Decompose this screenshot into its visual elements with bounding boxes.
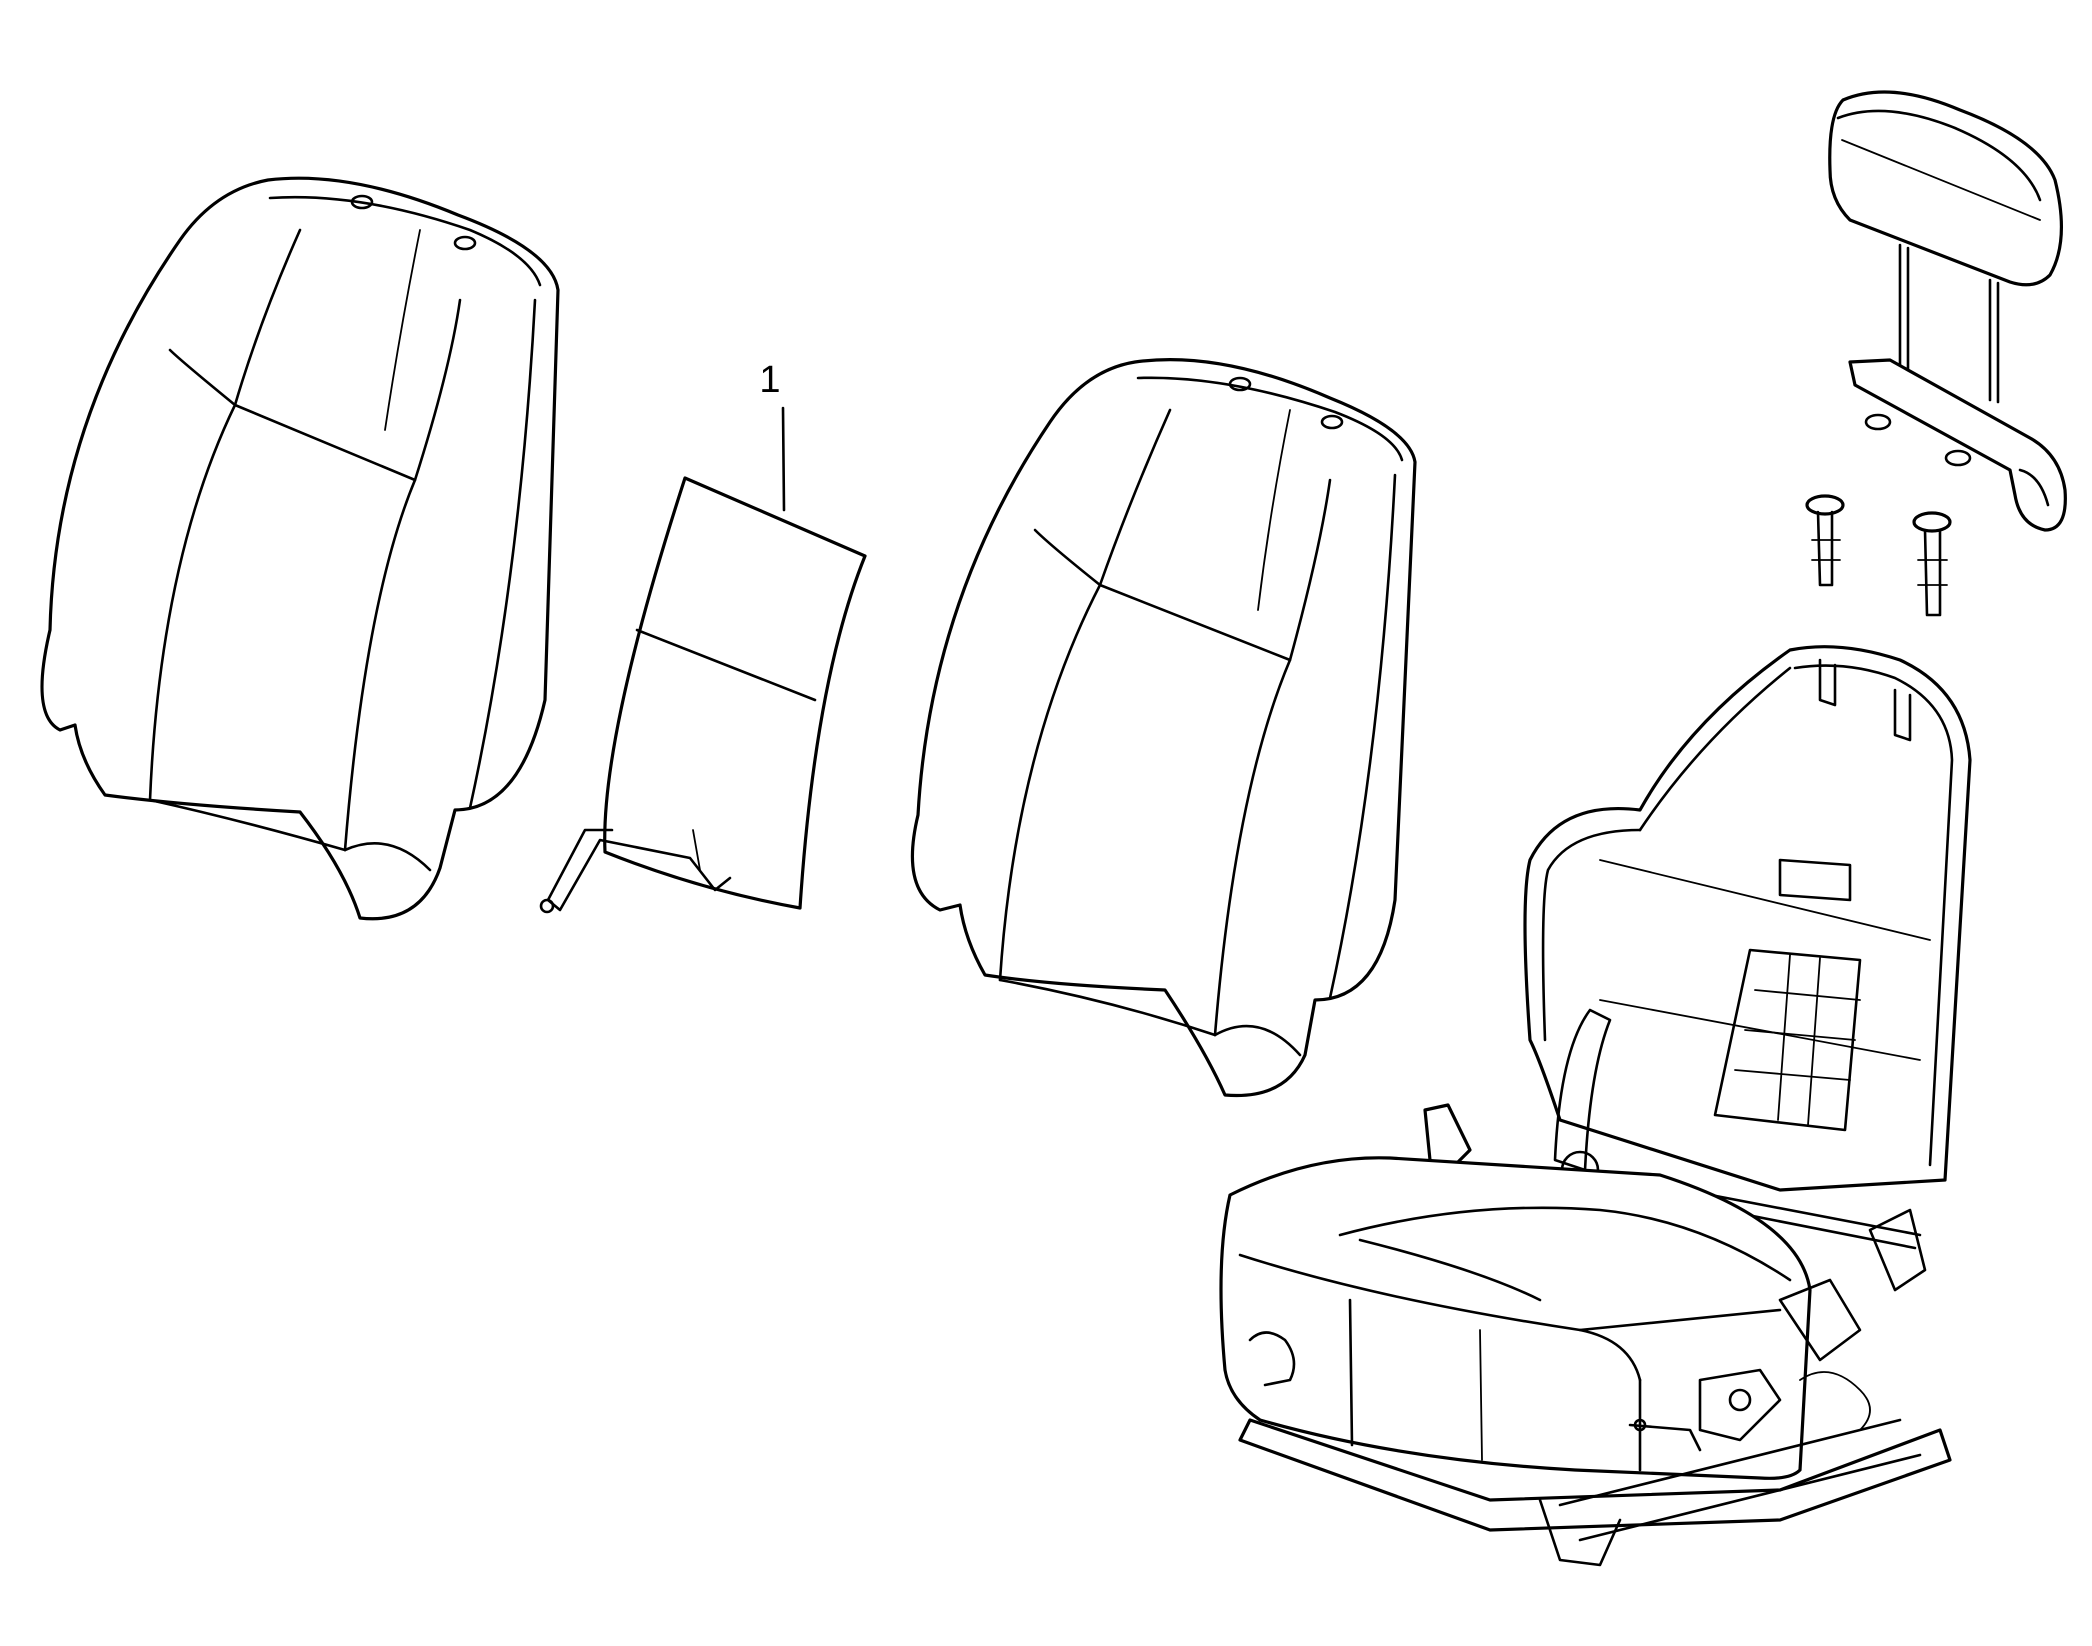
- fastener-right[interactable]: [1912, 511, 1952, 617]
- callout-leader-1: [781, 406, 786, 512]
- head-restraint[interactable]: [1828, 90, 2063, 404]
- seat-assembly[interactable]: [1219, 645, 1972, 1567]
- callout-label-1: 1: [759, 359, 780, 401]
- seat-back-cover-right[interactable]: [910, 358, 1417, 1098]
- head-restraint-guide[interactable]: [1848, 358, 2067, 532]
- fastener-left[interactable]: [1805, 494, 1845, 587]
- callout-1: 1: [759, 359, 786, 512]
- guide-fasteners[interactable]: [1805, 494, 1952, 617]
- seat-back-cover-left[interactable]: [40, 176, 560, 921]
- seat-back-heater-pad[interactable]: [539, 476, 867, 914]
